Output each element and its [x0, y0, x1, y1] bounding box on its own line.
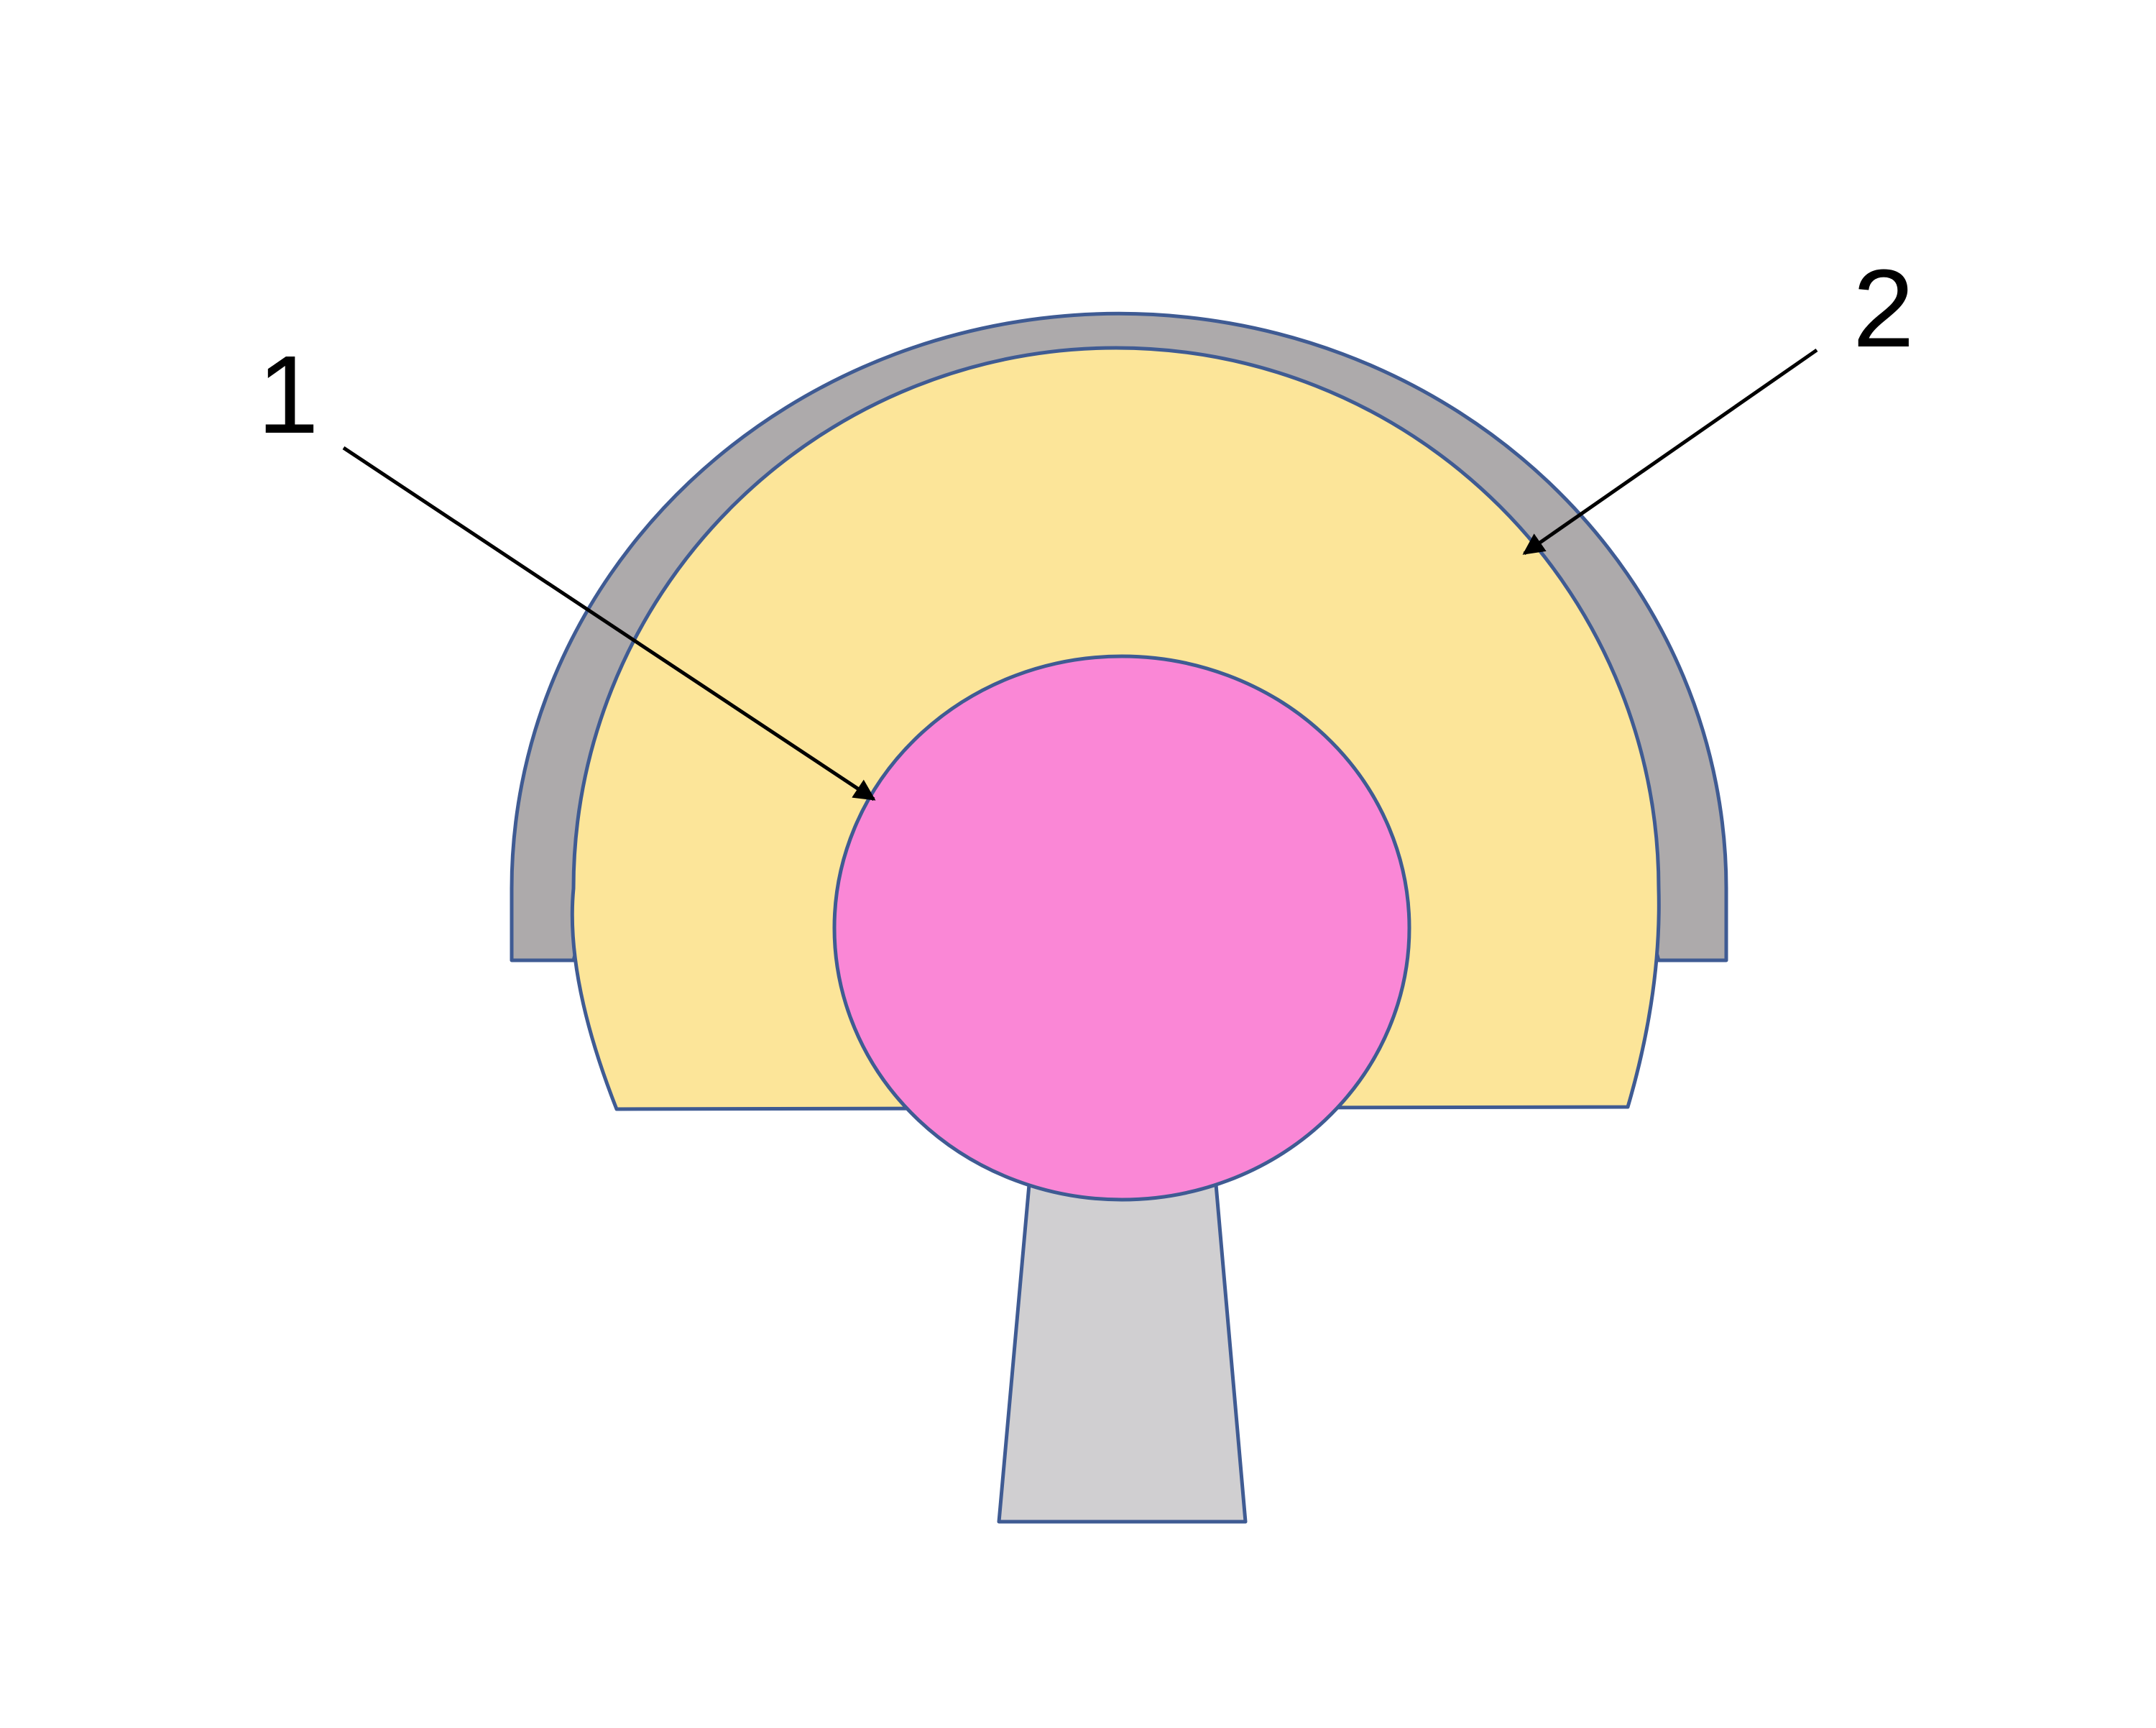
label-1: 1 — [257, 333, 319, 456]
grey-stem — [997, 1182, 1248, 1524]
label-2: 2 — [1853, 247, 1915, 370]
arrow-1 — [342, 446, 876, 801]
arrow-2 — [1522, 348, 1818, 556]
pink-core — [832, 654, 1411, 1202]
